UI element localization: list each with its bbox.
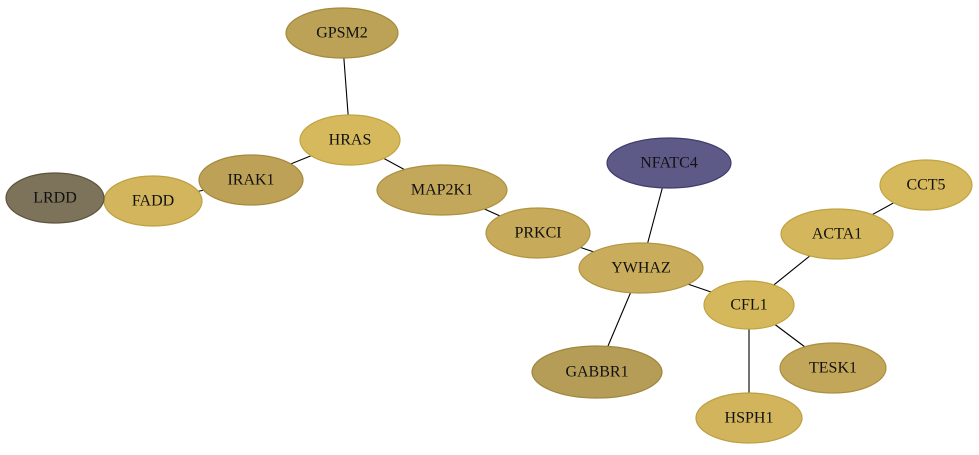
node-fadd[interactable]: FADD: [103, 175, 203, 227]
node-nfatc4[interactable]: NFATC4: [606, 137, 732, 189]
node-hsph1[interactable]: HSPH1: [695, 392, 803, 444]
node-label: MAP2K1: [411, 182, 473, 199]
node-label: HRAS: [329, 132, 372, 149]
node-ellipse: [285, 7, 399, 59]
node-ellipse: [5, 172, 105, 224]
node-ellipse: [703, 280, 795, 330]
node-label: PRKCI: [514, 225, 561, 242]
node-ywhaz[interactable]: YWHAZ: [578, 242, 704, 294]
node-ellipse: [198, 154, 304, 206]
node-label: CFL1: [730, 297, 767, 314]
node-label: ACTA1: [812, 226, 862, 243]
node-ellipse: [780, 208, 894, 260]
node-ellipse: [531, 345, 663, 399]
node-label: GABBR1: [565, 364, 628, 381]
node-ellipse: [485, 207, 591, 259]
node-cfl1[interactable]: CFL1: [703, 280, 795, 330]
node-ellipse: [606, 137, 732, 189]
node-gpsm2[interactable]: GPSM2: [285, 7, 399, 59]
node-ellipse: [299, 114, 401, 166]
node-label: HSPH1: [725, 410, 774, 427]
node-ellipse: [578, 242, 704, 294]
node-hras[interactable]: HRAS: [299, 114, 401, 166]
node-label: FADD: [132, 193, 174, 210]
node-ellipse: [376, 164, 508, 216]
node-label: LRDD: [33, 190, 77, 207]
node-ellipse: [695, 392, 803, 444]
node-lrdd[interactable]: LRDD: [5, 172, 105, 224]
node-map2k1[interactable]: MAP2K1: [376, 164, 508, 216]
node-label: NFATC4: [640, 155, 698, 172]
node-ellipse: [879, 159, 973, 211]
node-label: TESK1: [809, 360, 857, 377]
node-tesk1[interactable]: TESK1: [779, 342, 887, 394]
node-label: YWHAZ: [611, 260, 671, 277]
node-label: IRAK1: [227, 172, 274, 189]
node-cct5[interactable]: CCT5: [879, 159, 973, 211]
node-label: GPSM2: [316, 25, 368, 42]
node-ellipse: [779, 342, 887, 394]
node-acta1[interactable]: ACTA1: [780, 208, 894, 260]
node-gabbr1[interactable]: GABBR1: [531, 345, 663, 399]
node-label: CCT5: [906, 177, 945, 194]
node-prkci[interactable]: PRKCI: [485, 207, 591, 259]
node-irak1[interactable]: IRAK1: [198, 154, 304, 206]
